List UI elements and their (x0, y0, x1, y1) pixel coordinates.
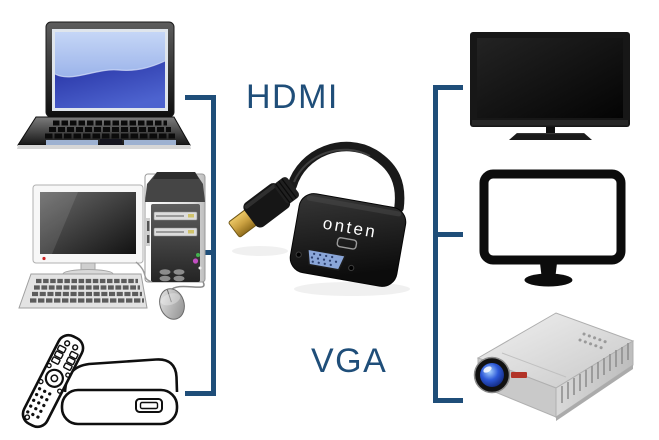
hdmi-bracket-middle-arm (197, 250, 216, 255)
keyboard (18, 273, 148, 309)
hdmi-bracket-top-arm (185, 95, 216, 100)
vga-port (306, 248, 347, 271)
desktop-monitor (32, 184, 153, 283)
box-display (135, 398, 163, 413)
laptop-illustration (17, 21, 191, 149)
monitor-icon (474, 166, 632, 297)
power-led (42, 256, 46, 261)
projector-label (511, 372, 527, 378)
projector-vents (561, 343, 629, 403)
laptop-touchpad (100, 139, 122, 146)
desktop-computer-icon (12, 162, 208, 333)
hdmi-plug (228, 177, 300, 238)
screw-hole (295, 251, 302, 258)
tv-screen (477, 38, 623, 118)
hdmi-port-icon (336, 237, 358, 250)
tv-icon (462, 24, 638, 151)
hdmi-label: HDMI (246, 78, 339, 116)
projector-illustration (473, 312, 635, 421)
vga-bracket-vertical-line (433, 85, 438, 403)
screw-hole (348, 264, 355, 272)
tv-illustration (470, 32, 630, 140)
monitor-illustration (479, 169, 626, 287)
remote-control (21, 333, 85, 429)
mouse (159, 281, 205, 320)
laptop-icon (12, 10, 198, 157)
tvbox-illustration (21, 333, 179, 429)
adapter-body: onten (289, 193, 407, 287)
vga-bracket-top-arm (433, 85, 463, 90)
desktop-illustration (18, 172, 206, 320)
vga-label: VGA (311, 342, 388, 380)
adapter-cable (287, 141, 405, 213)
hdmi-bracket-vertical-line (211, 95, 216, 396)
projector-buttons (578, 332, 608, 350)
remote-dpad (44, 368, 64, 388)
vga-bracket-bottom-arm (433, 398, 463, 403)
laptop-keys (45, 120, 175, 139)
adapter-illustration: onten (228, 141, 410, 296)
monitor-stand (524, 273, 573, 287)
tv-stand (509, 133, 592, 140)
vga-bracket-middle-arm (433, 232, 463, 237)
projector-icon (468, 303, 640, 440)
set-top-box (60, 358, 179, 426)
hdmi-to-vga-adapter-icon: onten (226, 128, 440, 305)
hdmi-bracket-bottom-arm (185, 391, 216, 396)
tv-box-with-remote-icon (10, 328, 210, 440)
tower-case (144, 172, 206, 283)
monitor-screen (479, 169, 626, 265)
